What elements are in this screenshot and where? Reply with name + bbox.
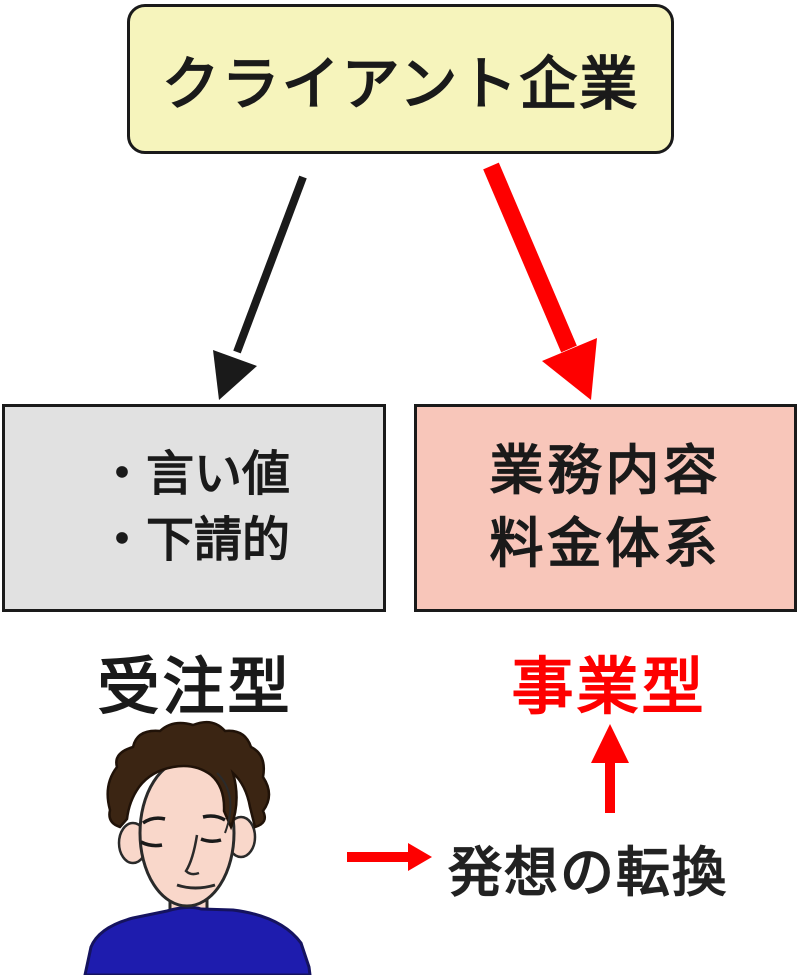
person-hair [106, 720, 271, 831]
person-nose [184, 834, 200, 876]
red-up-arrow-icon [591, 724, 629, 813]
client-company-label: クライアント企業 [161, 52, 640, 117]
person-ear-left [117, 821, 149, 865]
business-type-line: 業務内容 [489, 441, 722, 502]
person-hair-lock [216, 772, 232, 834]
person-eyebrow-left [141, 816, 166, 825]
red-right-arrow-icon [347, 843, 432, 871]
person-neck [168, 883, 209, 928]
business-type-line: 料金体系 [489, 514, 722, 574]
person-shirt [83, 905, 312, 975]
person-eyebrow-right [202, 814, 226, 822]
client-company-box: クライアント企業 [127, 4, 674, 154]
person-ear-right [225, 815, 257, 859]
business-type-box: 業務内容 料金体系 [414, 404, 797, 612]
order-type-box: ・言い値 ・下請的 [2, 404, 386, 612]
person-eye-left [140, 840, 163, 848]
person-mouth [176, 883, 216, 890]
order-type-label: 受注型 [97, 653, 293, 722]
paradigm-shift-text: 発想の転換 [448, 843, 728, 903]
person-illustration [83, 720, 312, 975]
order-type-line: ・言い値 [97, 447, 290, 501]
person-eye-right [200, 837, 222, 844]
black-down-left-arrow-icon [213, 175, 307, 400]
red-down-right-arrow-icon [483, 162, 597, 400]
business-type-label: 事業型 [511, 653, 707, 722]
person-face [138, 758, 236, 908]
order-type-box-lines: ・言い値 ・下請的 [98, 442, 290, 574]
order-type-line: ・下請的 [97, 514, 290, 567]
